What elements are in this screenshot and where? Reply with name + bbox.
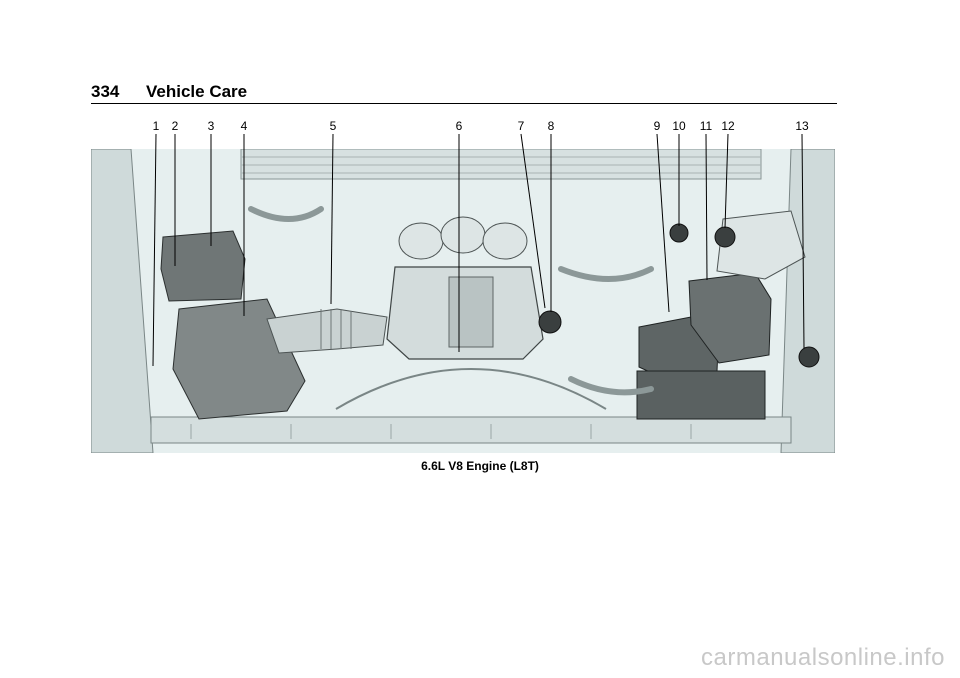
section-title: Vehicle Care <box>146 82 248 101</box>
callout-label: 9 <box>653 119 661 133</box>
engine-compartment-figure: 1 2 3 4 5 6 7 8 9 10 11 12 13 <box>91 116 835 456</box>
figure-caption: 6.6L V8 Engine (L8T) <box>421 459 539 473</box>
header-rule <box>91 103 837 104</box>
page-number: 334 <box>91 82 120 101</box>
callout-label: 12 <box>721 119 735 133</box>
callout-label: 10 <box>672 119 686 133</box>
watermark: carmanualsonline.info <box>701 644 945 671</box>
callout-label: 6 <box>455 119 463 133</box>
callout-label: 11 <box>699 119 713 133</box>
callout-leader-lines <box>152 133 805 367</box>
callout-label: 4 <box>240 119 248 133</box>
callout-label: 7 <box>517 119 525 133</box>
engine-drawing <box>91 149 835 453</box>
page-header: 334 Vehicle Care <box>91 79 837 105</box>
engine-illustration <box>91 149 835 453</box>
callout-label: 8 <box>547 119 555 133</box>
callout-label: 5 <box>329 119 337 133</box>
callout-label: 2 <box>171 119 179 133</box>
callout-label: 1 <box>152 119 160 133</box>
callout-label: 3 <box>207 119 215 133</box>
callout-label: 13 <box>795 119 809 133</box>
